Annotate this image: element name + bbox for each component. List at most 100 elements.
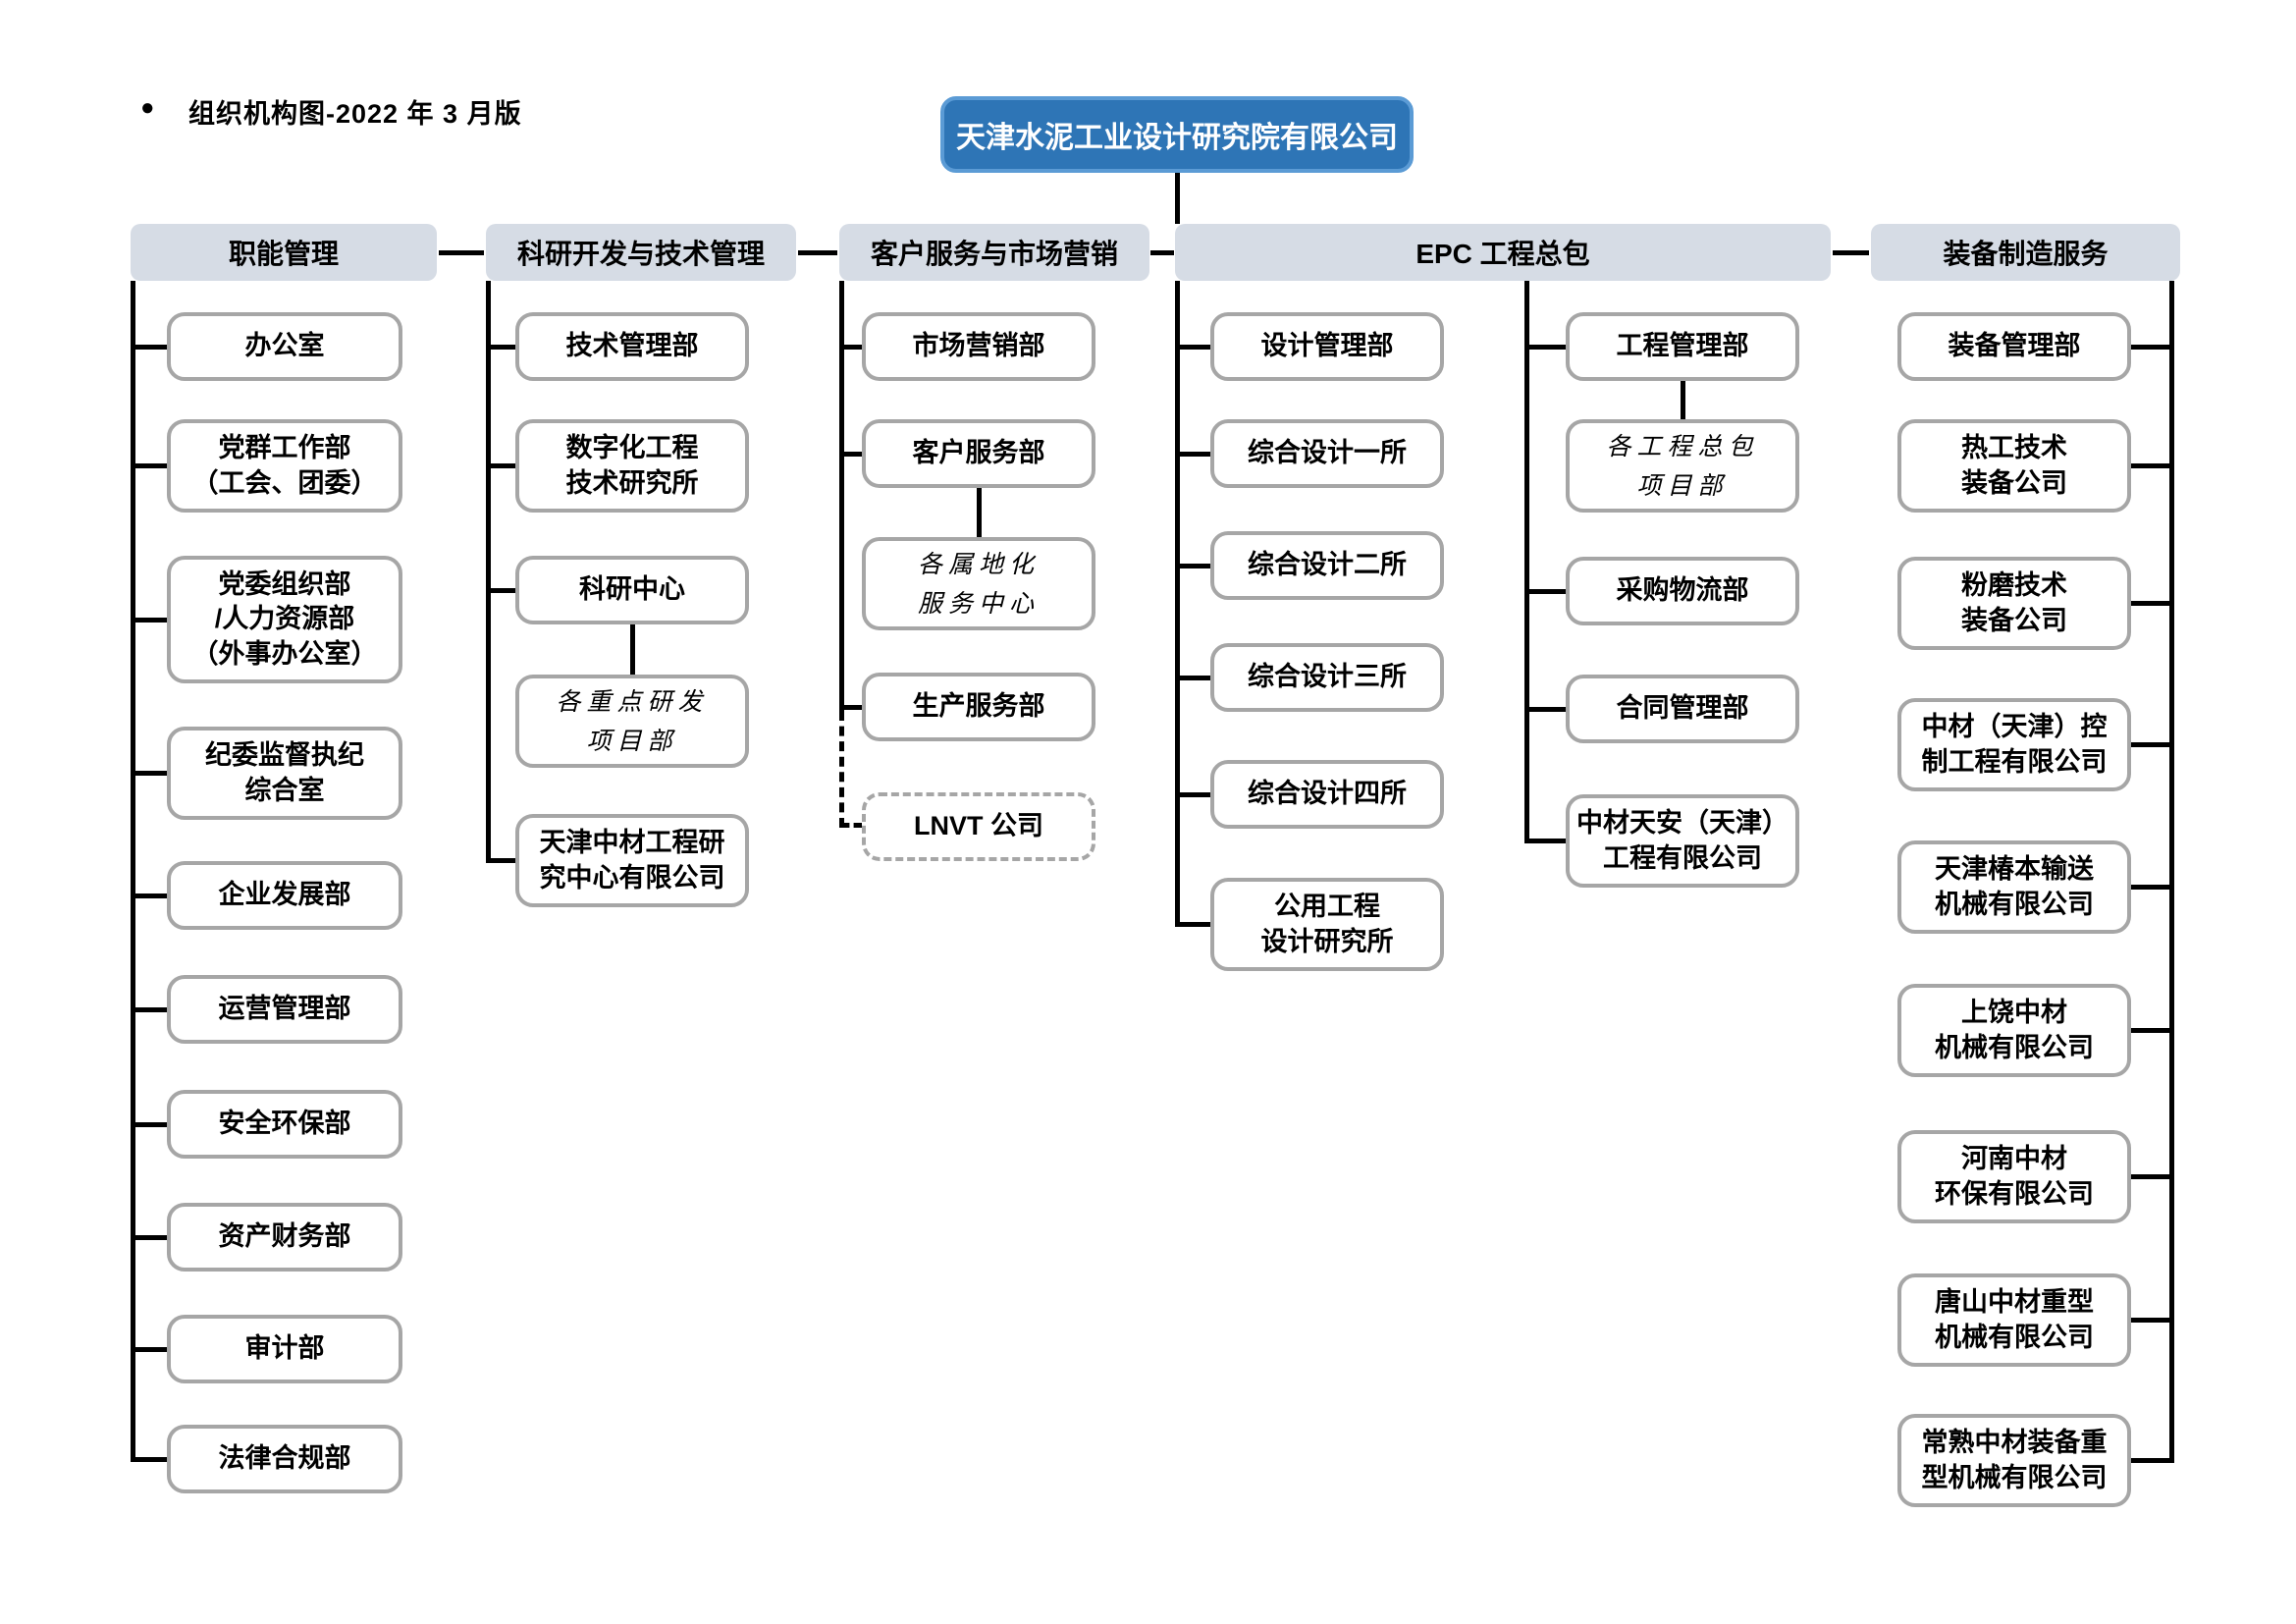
node-safety-environment-dept: 安全环保部 xyxy=(167,1090,402,1159)
node-label: 中材天安（天津） 工程有限公司 xyxy=(1576,807,1789,873)
node-enterprise-development-dept: 企业发展部 xyxy=(167,861,402,930)
connector-line xyxy=(133,618,167,623)
node-label: 唐山中材重型 机械有限公司 xyxy=(1935,1286,2094,1352)
branch-header-label: 职能管理 xyxy=(228,239,339,269)
node-label: 市场营销部 xyxy=(912,331,1045,361)
node-procurement-logistics-dept: 采购物流部 xyxy=(1566,557,1799,625)
branch-header-label: EPC 工程总包 xyxy=(1415,239,1590,269)
node-label: 热工技术 装备公司 xyxy=(1961,432,2067,498)
connector-line xyxy=(842,345,862,350)
node-label: 天津中材工程研 究中心有限公司 xyxy=(539,827,725,893)
node-label: 党群工作部 （工会、团委） xyxy=(191,432,378,498)
node-label: 粉磨技术 装备公司 xyxy=(1961,569,2067,635)
node-label: 装备管理部 xyxy=(1948,331,2081,361)
connector-line xyxy=(133,771,167,776)
branch-header-epc-contracting: EPC 工程总包 xyxy=(1175,224,1831,281)
node-label: 各重点研发 项目部 xyxy=(556,686,709,755)
connector-line xyxy=(2131,885,2171,890)
node-label: 生产服务部 xyxy=(912,691,1045,722)
node-general-design-institute-2: 综合设计二所 xyxy=(1210,531,1444,600)
node-label: LNVT 公司 xyxy=(914,811,1043,841)
node-label: 各工程总包 项目部 xyxy=(1606,431,1759,500)
connector-line xyxy=(1178,564,1210,568)
connector-line xyxy=(977,488,982,537)
node-operation-management-dept: 运营管理部 xyxy=(167,975,402,1044)
node-label: 工程管理部 xyxy=(1616,331,1749,361)
node-label: 常熟中材装备重 型机械有限公司 xyxy=(1921,1427,2108,1492)
connector-line xyxy=(133,1457,167,1462)
node-discipline-inspection-office: 纪委监督执纪 综合室 xyxy=(167,727,402,820)
node-label: 资产财务部 xyxy=(218,1221,351,1252)
node-label: 党委组织部 /人力资源部 （外事办公室） xyxy=(191,568,378,669)
node-contract-management-dept: 合同管理部 xyxy=(1566,675,1799,743)
node-label: 综合设计一所 xyxy=(1248,438,1407,468)
node-legal-compliance-dept: 法律合规部 xyxy=(167,1425,402,1493)
node-marketing-dept: 市场营销部 xyxy=(862,312,1095,381)
connector-line xyxy=(133,345,167,350)
branch-header-label: 装备制造服务 xyxy=(1943,239,2109,269)
connector-line xyxy=(2131,345,2171,350)
connector-line xyxy=(133,1007,167,1012)
node-label: 企业发展部 xyxy=(218,880,351,910)
node-label: 中材（天津）控 制工程有限公司 xyxy=(1921,711,2108,777)
node-label: 各属地化 服务中心 xyxy=(917,549,1040,618)
connector-line xyxy=(2131,601,2171,606)
node-tianjin-chunben-conveying-machinery-co: 天津椿本输送 机械有限公司 xyxy=(1897,840,2131,934)
connector-line xyxy=(1527,839,1566,843)
node-sinoma-tianan-tianjin-engineering: 中材天安（天津） 工程有限公司 xyxy=(1566,794,1799,888)
node-label: 审计部 xyxy=(244,1333,325,1364)
connector-line xyxy=(1178,922,1210,927)
node-utility-engineering-design-institute: 公用工程 设计研究所 xyxy=(1210,878,1444,971)
connector-line xyxy=(133,1235,167,1240)
node-label: 客户服务部 xyxy=(912,438,1045,468)
node-engineering-management-dept: 工程管理部 xyxy=(1566,312,1799,381)
node-label: 运营管理部 xyxy=(218,994,351,1024)
node-digital-engineering-institute: 数字化工程 技术研究所 xyxy=(515,419,749,513)
connector-line xyxy=(2131,1174,2171,1179)
node-grinding-tech-equipment-co: 粉磨技术 装备公司 xyxy=(1897,557,2131,650)
connector-line xyxy=(489,463,515,468)
node-localized-service-centers: 各属地化 服务中心 xyxy=(862,537,1095,630)
connector-line xyxy=(798,250,837,255)
connector-line xyxy=(133,463,167,468)
node-asset-finance-dept: 资产财务部 xyxy=(167,1203,402,1272)
page-title: 组织机构图-2022 年 3 月版 xyxy=(188,99,522,129)
node-label: 采购物流部 xyxy=(1616,575,1749,606)
node-label: 安全环保部 xyxy=(218,1109,351,1139)
node-label: 纪委监督执纪 综合室 xyxy=(205,739,364,805)
node-thermal-tech-equipment-co: 热工技术 装备公司 xyxy=(1897,419,2131,513)
connector-line xyxy=(1681,381,1685,419)
connector-line xyxy=(839,281,844,711)
node-general-design-institute-4: 综合设计四所 xyxy=(1210,760,1444,829)
connector-line-dashed xyxy=(839,711,844,828)
node-changshu-sinoma-equipment-heavy-machinery-co: 常熟中材装备重 型机械有限公司 xyxy=(1897,1414,2131,1507)
node-production-service-dept: 生产服务部 xyxy=(862,673,1095,741)
node-henan-sinoma-environmental-co: 河南中材 环保有限公司 xyxy=(1897,1130,2131,1223)
list-bullet-icon: ● xyxy=(140,94,155,121)
connector-line xyxy=(1178,792,1210,797)
connector-line xyxy=(489,345,515,350)
connector-line xyxy=(2131,1028,2171,1033)
connector-line xyxy=(1524,281,1529,843)
connector-line xyxy=(1527,589,1566,594)
node-label: 综合设计三所 xyxy=(1248,662,1407,692)
connector-line xyxy=(842,452,862,457)
node-label: 天津椿本输送 机械有限公司 xyxy=(1935,853,2094,919)
branch-header-rd-tech-management: 科研开发与技术管理 xyxy=(486,224,796,281)
connector-line xyxy=(1527,707,1566,712)
branch-header-label: 客户服务与市场营销 xyxy=(870,239,1118,269)
node-shangrao-sinoma-machinery-co: 上饶中材 机械有限公司 xyxy=(1897,984,2131,1077)
connector-line xyxy=(133,893,167,898)
connector-line xyxy=(1175,281,1180,927)
node-audit-dept: 审计部 xyxy=(167,1315,402,1383)
connector-line xyxy=(1527,345,1566,350)
branch-header-customer-service-marketing: 客户服务与市场营销 xyxy=(839,224,1149,281)
connector-line xyxy=(2131,742,2171,747)
node-label: 数字化工程 技术研究所 xyxy=(565,432,699,498)
node-office: 办公室 xyxy=(167,312,402,381)
node-epc-project-depts: 各工程总包 项目部 xyxy=(1566,419,1799,513)
node-general-design-institute-1: 综合设计一所 xyxy=(1210,419,1444,488)
connector-line xyxy=(842,705,862,710)
connector-line xyxy=(1178,452,1210,457)
